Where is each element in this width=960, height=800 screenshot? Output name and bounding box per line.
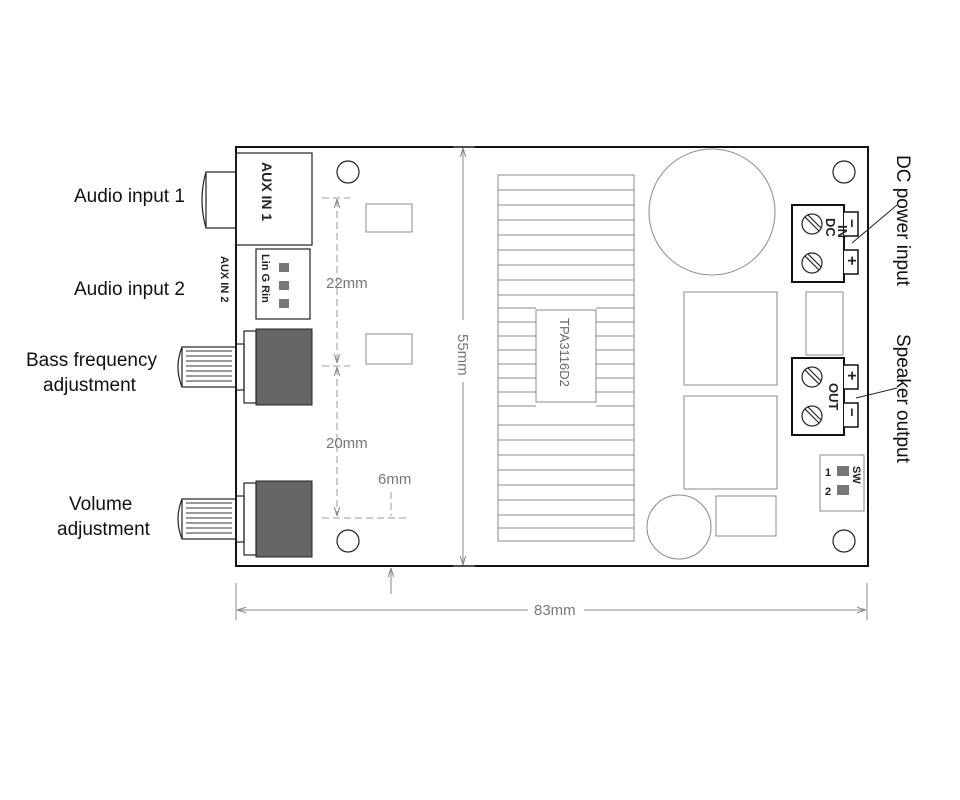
dc-in-line2: IN [835,225,850,238]
dip-switch: 1 2 SW [819,454,865,512]
sw-label: SW [850,466,862,484]
chip-label: TPA3116D2 [557,318,572,387]
heatsink: TPA3116D2 [497,174,635,542]
component-rect-4 [715,495,777,537]
label-bass-line2: adjustment [43,375,137,396]
volume-potentiometer [177,480,313,558]
dc-in-plus: + [843,256,860,265]
mounting-hole-top-left [336,160,360,184]
dim-22mm-label: 22mm [326,275,368,292]
component-rect-3 [805,291,844,356]
amplifier-chip [535,309,597,403]
aux-in-2-label: AUX IN 2 [218,256,230,302]
dim-6mm-label: 6mm [378,471,411,488]
dimension-20mm: 20mm [322,365,406,519]
label-bass-line1: Bass frequency [26,350,157,371]
pin-labels: Lin G Rin [259,254,271,303]
mounting-hole-top-right [832,160,856,184]
bass-potentiometer [177,328,313,406]
dimension-83mm: 83mm [235,569,868,620]
label-volume-line1: Volume [69,494,132,515]
component-rect-2 [365,333,413,365]
dim-20mm-label: 20mm [326,435,368,452]
mounting-hole-bottom-left [336,529,360,553]
dc-in-minus: − [843,219,860,228]
small-capacitor [646,494,712,560]
out-minus: − [843,408,860,417]
aux-in-1-label: AUX IN 1 [259,162,275,221]
dc-power-leader-line [851,204,898,244]
inductor-1 [683,291,778,386]
label-dc-power-input: DC power input [892,155,913,287]
label-speaker-output: Speaker output [892,334,913,464]
label-audio-input-2: Audio input 2 [74,279,185,300]
out-plus: + [843,371,860,380]
label-volume-line2: adjustment [57,519,151,540]
dim-55mm-label: 55mm [454,334,471,376]
sw-1-label: 1 [825,467,831,479]
dimension-22mm: 22mm [322,197,368,362]
speaker-out-terminal: OUT + − [791,357,860,436]
sw-2-label: 2 [825,486,831,498]
out-label: OUT [826,383,841,411]
mounting-hole-bottom-right [832,529,856,553]
speaker-output-leader-line [855,387,898,399]
dimension-6mm: 6mm [378,471,411,516]
aux-in-2-header: Lin G Rin AUX IN 2 [218,248,311,320]
label-audio-input-1: Audio input 1 [74,186,185,207]
dim-83mm-label: 83mm [534,602,576,619]
dc-in-line1: DC [823,218,838,237]
inductor-2 [683,395,778,490]
component-rect-1 [365,203,413,233]
aux-in-1-jack: AUX IN 1 [201,152,313,246]
dc-in-terminal: DC IN − + [791,204,860,283]
large-capacitor [648,148,776,276]
dimension-55mm: 55mm [453,146,475,567]
